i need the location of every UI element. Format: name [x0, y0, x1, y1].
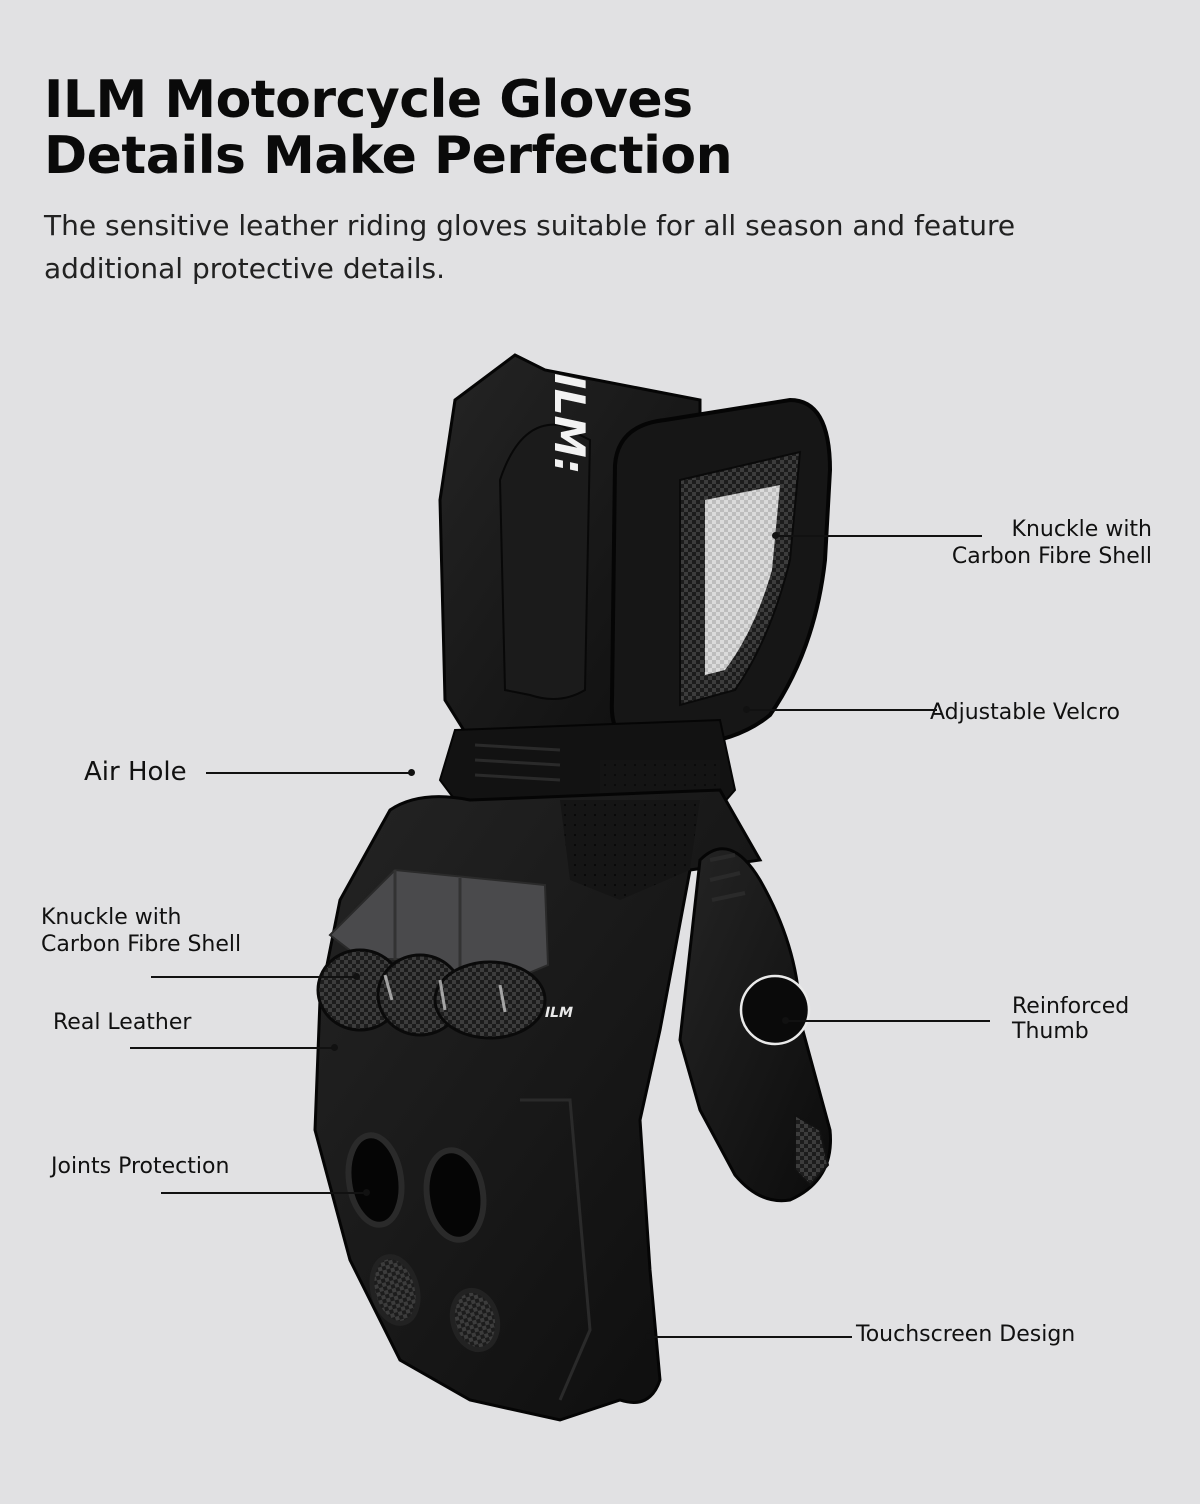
callout-line	[206, 772, 412, 774]
callout-label: Reinforced Thumb	[1012, 994, 1130, 1044]
callout-dot	[408, 769, 415, 776]
title-line-2: Details Make Perfection	[44, 126, 733, 186]
title-line-1: ILM Motorcycle Gloves	[44, 70, 693, 130]
callout-line	[151, 976, 356, 978]
callout-line	[161, 1192, 367, 1194]
callout-label: Real Leather	[53, 1010, 192, 1035]
callout-dot	[331, 1044, 338, 1051]
callout-label: Knuckle with Carbon Fibre Shell	[41, 905, 242, 957]
callout-line	[649, 1336, 852, 1338]
callout-line	[786, 1020, 990, 1022]
page-title: ILM Motorcycle Gloves Details Make Perfe…	[44, 70, 733, 186]
callout-line	[130, 1047, 335, 1049]
callout-dot	[353, 973, 360, 980]
callout-label: Touchscreen Design	[856, 1322, 1076, 1347]
callout-dot	[743, 706, 750, 713]
callout-label: Knuckle with Carbon Fibre Shell	[951, 517, 1152, 569]
callout-label: Joints Protection	[51, 1154, 230, 1179]
callout-dot	[645, 1333, 652, 1340]
callout-dot	[363, 1189, 370, 1196]
callout-line	[747, 709, 937, 711]
callout-dot	[782, 1017, 789, 1024]
brand-logo: ILM:	[544, 368, 592, 479]
callout-dot	[772, 532, 779, 539]
subtitle: The sensitive leather riding gloves suit…	[44, 209, 1016, 285]
callout-line	[776, 535, 982, 537]
thumb-logo: ILM	[543, 1005, 574, 1021]
callout-label: Adjustable Velcro	[930, 700, 1120, 725]
callout-label: Air Hole	[84, 757, 187, 787]
